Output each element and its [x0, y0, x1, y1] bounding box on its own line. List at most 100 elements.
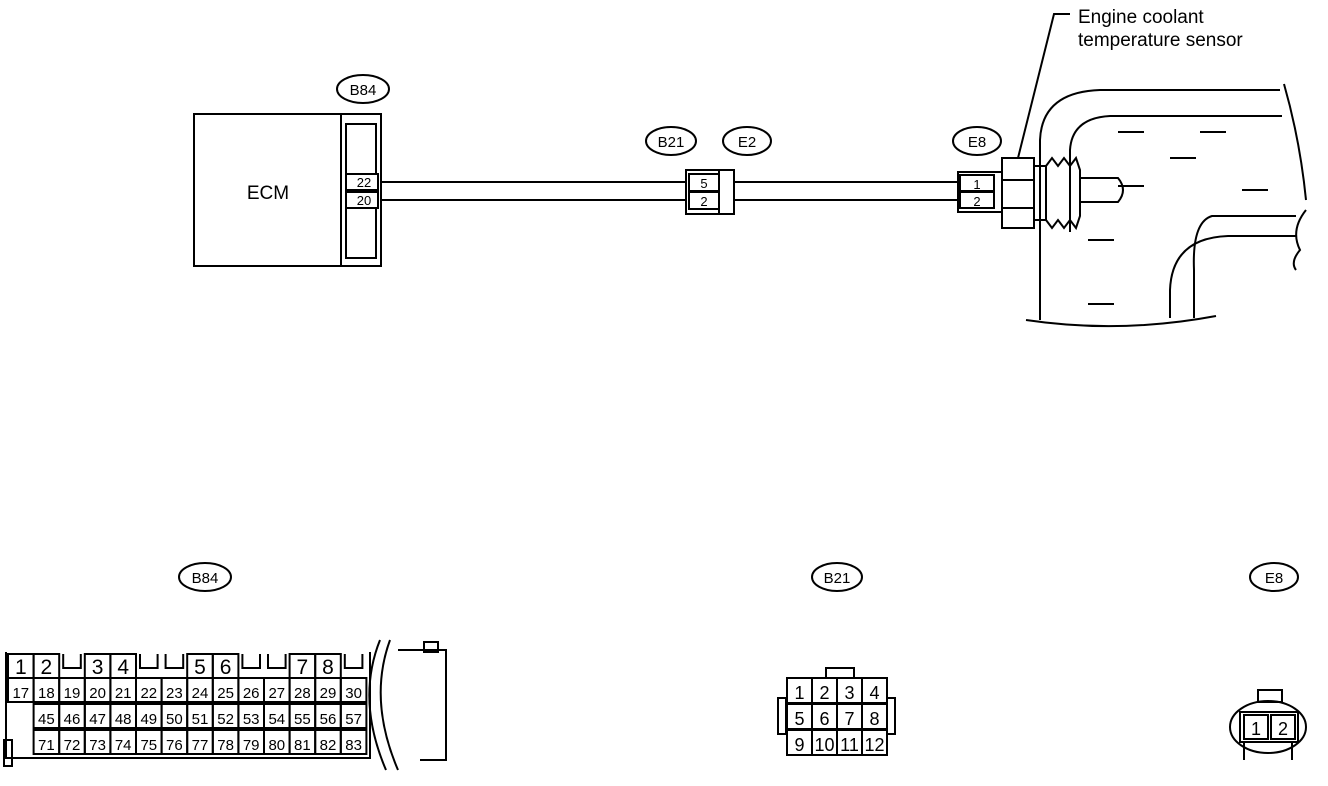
- b84-key-notch: [343, 654, 364, 669]
- b84-pin-22: 22: [140, 685, 157, 702]
- b21-pin-9: 9: [794, 735, 804, 755]
- b84-pin-5: 5: [194, 656, 206, 679]
- b84-pin-1: 1: [15, 656, 27, 679]
- b84-tag-bottom: B84: [178, 562, 232, 592]
- b84-pin-51: 51: [192, 711, 209, 728]
- b21-pin-8: 8: [869, 709, 879, 729]
- ecm-pin-20: 20: [357, 193, 371, 208]
- e8-pin-1: 1: [973, 177, 980, 192]
- b84-pin-23: 23: [166, 685, 183, 702]
- e8-pin-2: 2: [973, 194, 980, 209]
- b21-tag-text-bottom: B21: [824, 570, 851, 587]
- e8-connector: 1 2: [957, 171, 1003, 213]
- b84-key-notch: [62, 654, 82, 669]
- b84-pin-27: 27: [268, 685, 285, 702]
- b84-pin-55: 55: [294, 711, 311, 728]
- b21-tag-top: B21: [645, 126, 697, 156]
- b84-pin-20: 20: [89, 685, 106, 702]
- b84-pin-24: 24: [192, 685, 209, 702]
- b84-pin-71: 71: [38, 737, 55, 754]
- b84-pin-54: 54: [268, 711, 285, 728]
- ecm-unit: ECM: [193, 113, 342, 267]
- b84-pin-74: 74: [115, 737, 132, 754]
- b84-pin-18: 18: [38, 685, 55, 702]
- b21-pin-4: 4: [869, 683, 879, 703]
- b84-pin-72: 72: [64, 737, 81, 754]
- b84-pin-29: 29: [320, 685, 337, 702]
- b84-pin-6: 6: [220, 656, 232, 679]
- b84-pin-25: 25: [217, 685, 234, 702]
- b84-tag-top: B84: [336, 74, 390, 104]
- b84-key-notch: [139, 654, 159, 669]
- b84-pin-82: 82: [320, 737, 337, 754]
- b84-pin-57: 57: [345, 711, 362, 728]
- e8-tag-text-bottom: E8: [1265, 570, 1283, 587]
- b84-pin-80: 80: [268, 737, 285, 754]
- e8-connector-face: 1 2: [1229, 689, 1307, 760]
- ecm-pin-22: 22: [357, 175, 371, 190]
- b84-tag-text-top: B84: [350, 82, 377, 99]
- b84-pin-30: 30: [345, 685, 362, 702]
- b21-tag-bottom: B21: [811, 562, 863, 592]
- b84-pin-73: 73: [89, 737, 106, 754]
- b84-pin-4: 4: [117, 656, 129, 679]
- b84-pin-7: 7: [297, 656, 309, 679]
- b84-key-notch: [164, 654, 185, 669]
- b84-pin-83-cell: [339, 729, 368, 755]
- e2-tag-top: E2: [722, 126, 772, 156]
- b84-pin-79: 79: [243, 737, 260, 754]
- b21-pin-1: 1: [794, 683, 804, 703]
- b84-pin-19: 19: [64, 685, 81, 702]
- b84-pin-76: 76: [166, 737, 183, 754]
- b84-key-notch: [267, 654, 287, 669]
- b84-pin-52: 52: [217, 711, 234, 728]
- b84-pin-53: 53: [243, 711, 260, 728]
- b84-tag-text-bottom: B84: [192, 570, 219, 587]
- e8-tag-text-top: E8: [968, 134, 986, 151]
- b84-pin-49: 49: [140, 711, 157, 728]
- b84-pin-50: 50: [166, 711, 183, 728]
- b21-pin-7: 7: [844, 709, 854, 729]
- coolant-sensor-body: [1001, 155, 1124, 231]
- b21-pin-2: 2: [700, 194, 707, 209]
- b84-pin-45: 45: [38, 711, 55, 728]
- b84-pin-30-cell: [339, 677, 368, 703]
- b84-pin-77: 77: [192, 737, 209, 754]
- b21-pin-12-cell: [861, 729, 888, 756]
- sensor-label-line2: temperature sensor: [1078, 30, 1243, 51]
- b21-pin-11: 11: [840, 735, 859, 755]
- b21-pin-2: 2: [819, 683, 829, 703]
- b84-pin-78: 78: [217, 737, 234, 754]
- ecm-label: ECM: [247, 183, 289, 204]
- coolant-passage: [1025, 83, 1307, 328]
- sensor-leader-line: [1017, 13, 1070, 159]
- b21-pin-3: 3: [844, 683, 854, 703]
- b21-pin-10: 10: [814, 735, 834, 755]
- b21-pin-6: 6: [819, 709, 829, 729]
- sensor-label-line1: Engine coolant: [1078, 7, 1204, 28]
- e2-tag-text-top: E2: [738, 134, 756, 151]
- b84-pin-28: 28: [294, 685, 311, 702]
- b21-e2-connector: 5 2: [685, 169, 735, 215]
- e8-face-pin-2: 2: [1278, 719, 1288, 739]
- e8-face-pin-1: 1: [1251, 719, 1261, 739]
- e8-tag-bottom: E8: [1249, 562, 1299, 592]
- b84-pin-26: 26: [243, 685, 260, 702]
- wire-ecm-to-b21: [380, 181, 686, 201]
- b84-key-notch: [241, 654, 261, 669]
- b84-pin-56: 56: [320, 711, 337, 728]
- b84-pin-81: 81: [294, 737, 311, 754]
- b21-pin-12: 12: [864, 735, 884, 755]
- b84-pin-2: 2: [41, 656, 53, 679]
- b21-pin-5: 5: [700, 176, 707, 191]
- b84-pin-46: 46: [64, 711, 81, 728]
- b84-pin-8: 8: [322, 656, 334, 679]
- b21-pin-5: 5: [794, 709, 804, 729]
- b84-pin-3: 3: [92, 656, 104, 679]
- b84-pin-47: 47: [89, 711, 106, 728]
- e8-tag-top: E8: [952, 126, 1002, 156]
- b84-pin-83: 83: [345, 737, 362, 754]
